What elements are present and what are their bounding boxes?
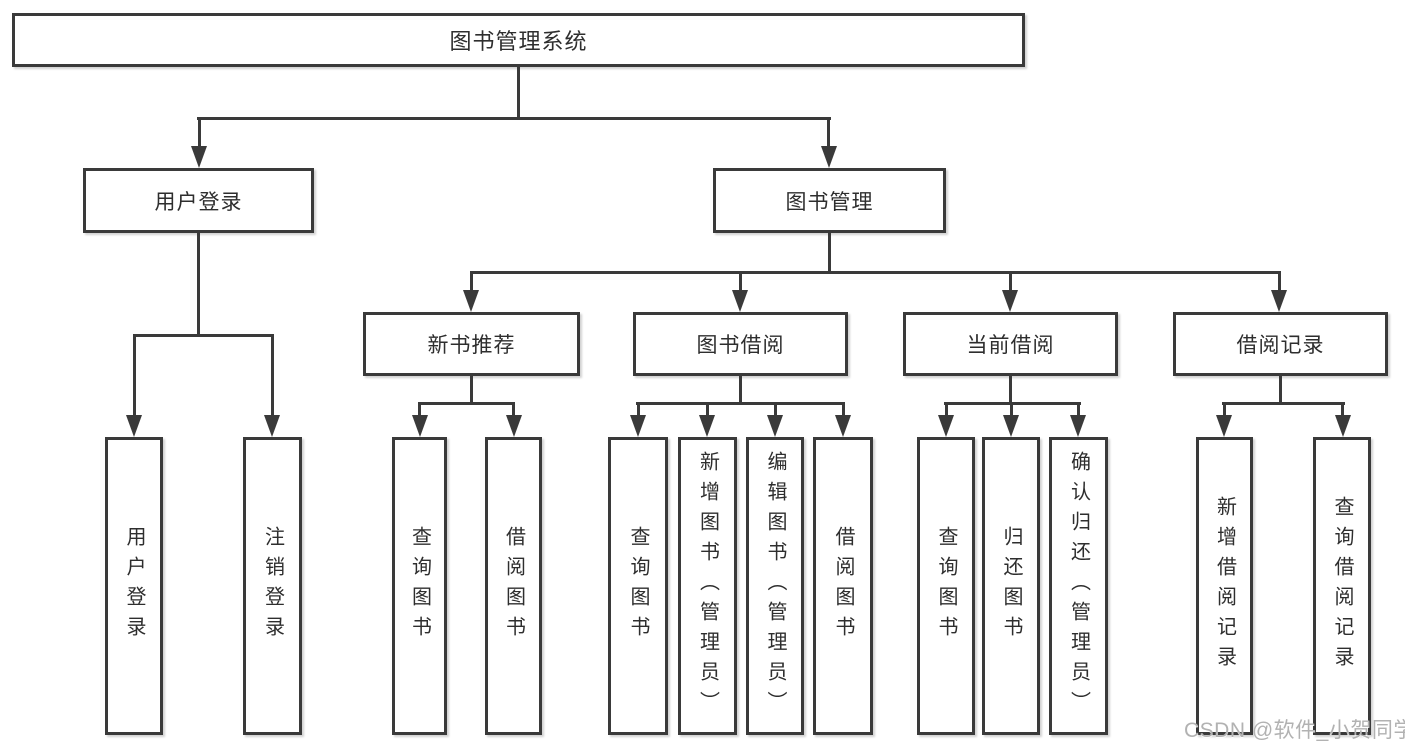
leaf-return-book: 归还图书 [982,437,1040,735]
connector-line [739,376,742,404]
node-borrow-records: 借阅记录 [1173,312,1388,376]
arrowhead-down-icon [835,415,851,437]
connector-line [470,271,1281,274]
arrowhead-down-icon [412,415,428,437]
arrowhead-down-icon [732,290,748,312]
connector-line [418,402,515,405]
connector-line [1341,402,1344,417]
connector-line [706,402,709,417]
leaf-borrow-book: 借阅图书 [813,437,873,735]
node-book-borrow: 图书借阅 [633,312,848,376]
arrowhead-down-icon [1070,415,1086,437]
arrowhead-down-icon [699,415,715,437]
arrowhead-down-icon [767,415,783,437]
leaf-logout: 注销登录 [243,437,302,735]
connector-line [470,376,473,404]
leaf-label: 新增图书（管理员） [696,451,719,721]
arrowhead-down-icon [126,415,142,437]
arrowhead-down-icon [463,290,479,312]
connector-line [1222,402,1345,405]
connector-line [1010,402,1013,417]
arrowhead-down-icon [1003,415,1019,437]
connector-line [198,117,201,148]
leaf-label: 新增借阅记录 [1213,496,1236,676]
arrowhead-down-icon [630,415,646,437]
connector-line [470,271,473,292]
connector-line [739,271,742,292]
connector-line [637,402,640,417]
connector-line [1077,402,1080,417]
connector-line [133,334,136,417]
leaf-label: 用户登录 [123,526,145,646]
leaf-confirm-return-admin: 确认归还（管理员） [1049,437,1108,735]
leaf-label: 借阅图书 [502,526,525,646]
arrowhead-down-icon [1002,290,1018,312]
connector-line [512,402,515,417]
leaf-label: 查询图书 [627,526,649,646]
connector-line [827,117,830,148]
arrowhead-down-icon [1271,290,1287,312]
watermark: CSDN @软件_小贺同学 [1184,719,1405,742]
connector-line [517,66,520,119]
connector-line [636,402,845,405]
arrowhead-down-icon [191,146,207,168]
leaf-query-book-borrow: 查询图书 [608,437,668,735]
connector-line [945,402,948,417]
leaf-label: 借阅图书 [832,526,854,646]
node-current-borrow: 当前借阅 [903,312,1118,376]
leaf-label: 确认归还（管理员） [1067,451,1090,721]
leaf-label: 归还图书 [1000,526,1022,646]
leaf-add-borrow-record: 新增借阅记录 [1196,437,1253,735]
leaf-label: 编辑图书（管理员） [764,451,786,721]
connector-line [1278,271,1281,292]
connector-line [774,402,777,417]
leaf-query-book-recommend: 查询图书 [392,437,447,735]
arrowhead-down-icon [264,415,280,437]
leaf-borrow-book-recommend: 借阅图书 [485,437,542,735]
connector-line [197,233,200,337]
leaf-query-book-current: 查询图书 [917,437,975,735]
connector-line [197,117,831,120]
node-root: 图书管理系统 [12,13,1025,67]
leaf-user-login: 用户登录 [105,437,163,735]
connector-line [1009,376,1012,404]
connector-line [133,334,274,337]
connector-line [271,334,274,417]
arrowhead-down-icon [938,415,954,437]
arrowhead-down-icon [506,415,522,437]
connector-line [842,402,845,417]
arrowhead-down-icon [1216,415,1232,437]
arrowhead-down-icon [821,146,837,168]
connector-line [418,402,421,417]
connector-line [828,233,831,274]
leaf-edit-book-admin: 编辑图书（管理员） [746,437,804,735]
leaf-add-book-admin: 新增图书（管理员） [678,437,737,735]
leaf-label: 查询图书 [935,526,957,646]
connector-line [1223,402,1226,417]
leaf-label: 查询借阅记录 [1331,496,1353,676]
leaf-query-borrow-record: 查询借阅记录 [1313,437,1371,735]
node-new-book-recommend: 新书推荐 [363,312,580,376]
node-book-management: 图书管理 [713,168,946,233]
arrowhead-down-icon [1335,415,1351,437]
node-user-login: 用户登录 [83,168,314,233]
leaf-label: 查询图书 [408,526,431,646]
connector-line [1009,271,1012,292]
leaf-label: 注销登录 [261,526,284,646]
connector-line [1279,376,1282,404]
